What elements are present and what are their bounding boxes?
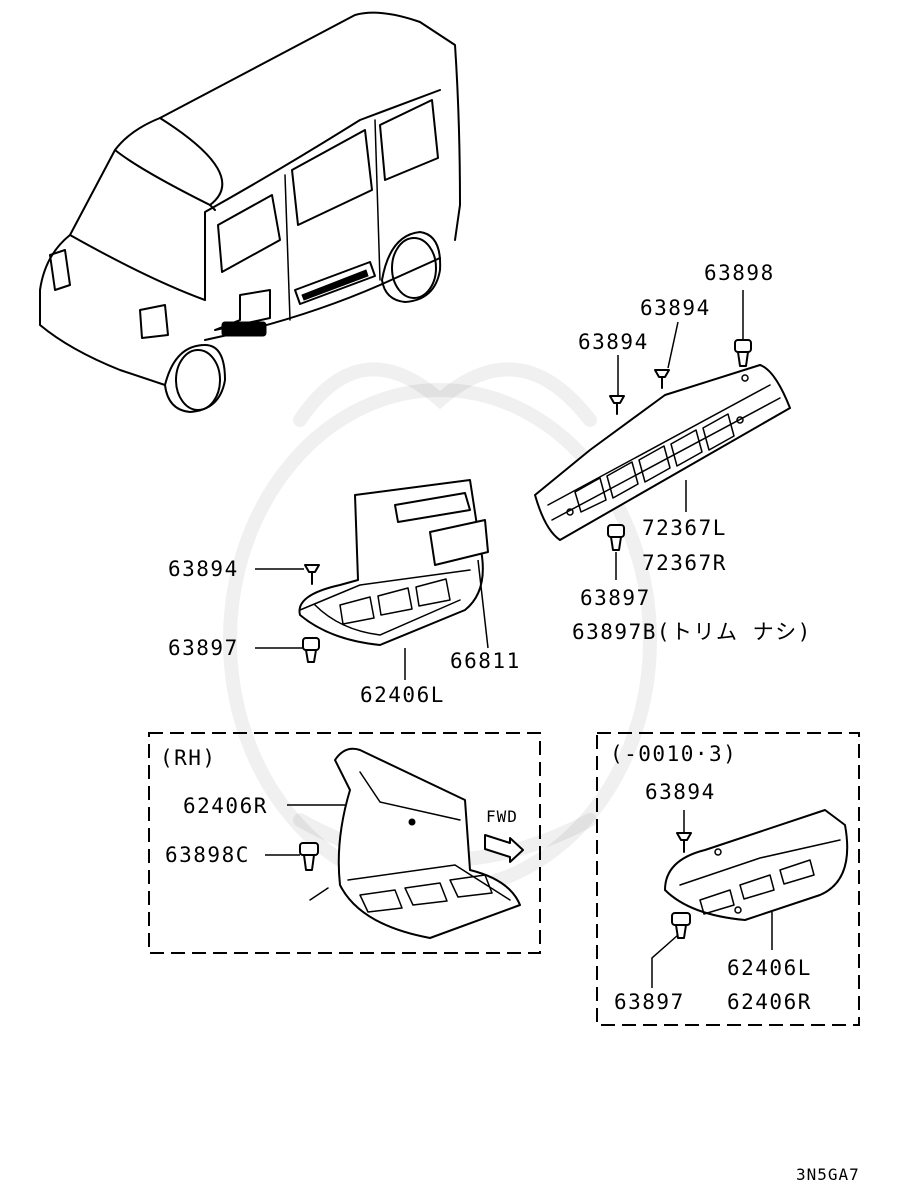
callout-63897: 63897: [580, 586, 651, 610]
rh-detail-box: [148, 732, 541, 954]
scuff-plate-front-left: [298, 479, 489, 646]
callout-66811: 66811: [450, 649, 521, 673]
callout-63897-variant: 63897: [614, 990, 685, 1014]
callout-63894-variant: 63894: [645, 780, 716, 804]
screw-icon: [609, 395, 625, 415]
fwd-label: FWD: [486, 807, 518, 826]
callout-63897b: 63897B(トリム ナシ): [572, 620, 812, 644]
callout-62406r-variant: 62406R: [727, 990, 812, 1014]
scuff-plate-rear: [534, 364, 791, 541]
callout-63894-a: 63894: [640, 296, 711, 320]
variant-box-title: (-0010·3): [610, 742, 737, 766]
screw-icon: [654, 369, 670, 389]
rh-box-title: (RH): [160, 746, 217, 770]
callout-63894-left: 63894: [168, 557, 239, 581]
arrow-right-icon: [484, 834, 524, 863]
callout-62406r: 62406R: [183, 794, 268, 818]
callout-63898c: 63898C: [165, 843, 250, 867]
leader-lines: [255, 290, 773, 988]
clip-icon: [302, 637, 320, 663]
callout-63898: 63898: [704, 261, 775, 285]
scuff-plate-front-right: [334, 747, 521, 939]
screw-icon: [304, 564, 320, 585]
callout-63894-b: 63894: [578, 330, 649, 354]
diagram-code: 3N5GA7: [796, 1165, 860, 1184]
clip-icon: [299, 842, 319, 871]
scuff-plate-variant: [664, 809, 849, 921]
callout-62406l-mid: 62406L: [360, 683, 445, 707]
callout-63897-left: 63897: [168, 636, 239, 660]
callout-62406l-variant: 62406L: [727, 956, 812, 980]
callout-72367r: 72367R: [642, 551, 727, 575]
clip-icon: [671, 912, 691, 939]
clip-icon: [734, 339, 752, 367]
variant-detail-box: [596, 732, 860, 1026]
clip-icon: [607, 524, 625, 551]
screw-icon: [676, 832, 692, 853]
van-illustration: [39, 11, 461, 413]
callout-72367l: 72367L: [642, 516, 727, 540]
